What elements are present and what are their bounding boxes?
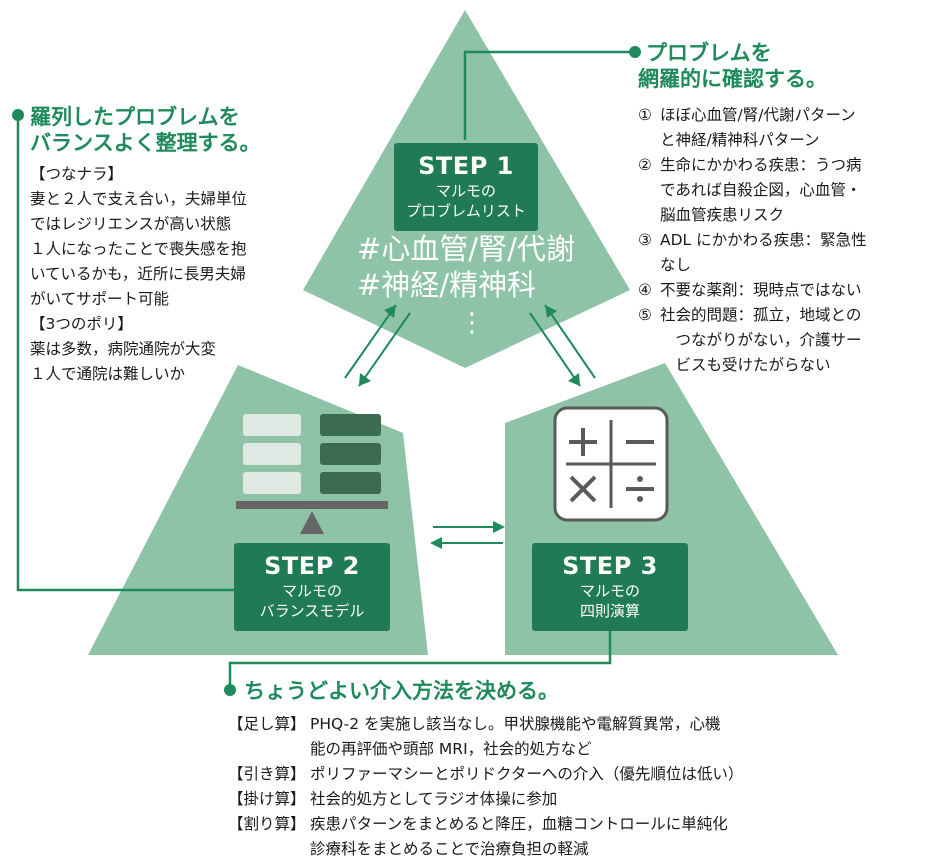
left-text-line: 妻と２人で支え合い，夫婦単位 <box>30 190 248 208</box>
list-item-text: 社会的問題：孤立，地域との <box>660 306 862 324</box>
step1-label: STEP 1 <box>418 152 514 180</box>
method-label: 【足し算】 <box>228 715 306 733</box>
left-text-line: 【つなナラ】 <box>30 165 124 183</box>
method-row: 【掛け算】 社会的処方としてラジオ体操に参加 <box>228 787 743 812</box>
step3-title-line2: 四則演算 <box>579 602 640 620</box>
step3-label: STEP 3 <box>562 552 658 580</box>
right-panel-heading: プロブレムを 網羅的に確認する。 <box>638 40 827 92</box>
left-heading-line1: 羅列したプロブレムを <box>30 105 240 129</box>
method-label: 【掛け算】 <box>228 790 306 808</box>
step2-title-line2: バランスモデル <box>259 602 365 620</box>
list-item-text: つながりがない，介護サー <box>660 331 862 349</box>
method-label: 【割り算】 <box>228 815 306 833</box>
list-item-text: 生命にかかわる疾患：うつ病 <box>660 156 862 174</box>
left-text-line: ではレジリエンスが高い状態 <box>30 215 232 233</box>
list-item-number: ⑤ <box>638 306 652 324</box>
method-text: ポリファーマシーとポリドクターへの介入（優先順位は低い） <box>310 765 744 783</box>
method-row: 【足し算】 PHQ-2 を実施し該当なし。甲状腺機能や電解質異常，心機 能の再評… <box>228 712 743 762</box>
step2-label: STEP 2 <box>264 552 360 580</box>
method-text: 診療科をまとめることで治療負担の軽減 <box>310 840 589 858</box>
step1-title-line1: マルモの <box>435 182 496 200</box>
step2-title-line1: マルモの <box>281 582 342 600</box>
left-text-line: １人で通院は難しいか <box>30 365 186 383</box>
step3-title-line1: マルモの <box>579 582 640 600</box>
list-item-text: であれば自殺企図，心血管・ <box>660 181 862 199</box>
left-panel-heading: 羅列したプロブレムを バランスよく整理する。 <box>30 104 261 156</box>
list-item-number: ③ <box>638 231 652 249</box>
list-item-number: ② <box>638 156 652 174</box>
connector-step2-to-left <box>16 115 235 592</box>
left-text-line: 【3つのポリ】 <box>30 315 133 333</box>
arrow-step1-step3 <box>529 304 596 387</box>
left-text-line: 薬は多数，病院通院が大変 <box>30 340 217 358</box>
connector-dot-right <box>629 46 641 58</box>
step1-box: STEP 1 マルモの プロブレムリスト <box>394 143 538 231</box>
right-heading-line2: 網羅的に確認する。 <box>638 67 827 91</box>
left-text-line: いているかも，近所に長男夫婦 <box>30 265 246 283</box>
problem-tag-ellipsis: ⋮ <box>459 308 485 338</box>
step1-title-line2: プロブレムリスト <box>406 202 526 220</box>
problem-tag-line1: #心血管/腎/代謝 <box>357 232 575 266</box>
step2-box: STEP 2 マルモの バランスモデル <box>234 543 390 631</box>
right-panel-list: ① ほぼ心血管/腎/代謝パターン と神経/精神科パターン ② 生命にかかわる疾患… <box>638 103 867 378</box>
left-text-line: １人になったことで喪失感を抱 <box>30 240 247 258</box>
left-text-line: がいてサポート可能 <box>30 290 170 308</box>
list-item: ③ ADL にかかわる疾患：緊急性 なし <box>638 228 867 278</box>
balance-scale-icon <box>236 414 388 534</box>
arrow-step2-step3 <box>430 521 505 549</box>
right-heading-line1: プロブレムを <box>646 41 772 65</box>
method-text: PHQ-2 を実施し該当なし。甲状腺機能や電解質異常，心機 <box>310 715 721 733</box>
list-item: ⑤ 社会的問題：孤立，地域との つながりがない，介護サー ビスも受けたがらない <box>638 303 867 378</box>
list-item-text: ビスも受けたがらない <box>660 356 831 374</box>
problem-tag-line2: #神経/精神科 <box>357 268 537 302</box>
method-row: 【引き算】 ポリファーマシーとポリドクターへの介入（優先順位は低い） <box>228 762 743 787</box>
list-item-text: 不要な薬剤：現時点ではない <box>660 281 862 299</box>
list-item-text: と神経/精神科パターン <box>660 131 820 149</box>
connector-step1-to-right <box>463 50 635 140</box>
method-text: 疾患パターンをまとめると降圧，血糖コントロールに単純化 <box>310 815 728 833</box>
list-item: ① ほぼ心血管/腎/代謝パターン と神経/精神科パターン <box>638 103 867 153</box>
list-item-number: ④ <box>638 281 652 299</box>
connector-dot-bottom <box>224 684 236 696</box>
list-item-text: 脳血管疾患リスク <box>660 206 785 224</box>
calculator-icon <box>553 406 669 522</box>
list-item-number: ① <box>638 106 652 124</box>
left-panel-text: 【つなナラ】 妻と２人で支え合い，夫婦単位 ではレジリエンスが高い状態 １人にな… <box>30 162 247 387</box>
method-label: 【引き算】 <box>228 765 306 783</box>
connector-step3-to-bottom <box>228 630 612 690</box>
list-item-text: なし <box>660 256 692 274</box>
list-item-text: ほぼ心血管/腎/代謝パターン <box>660 106 856 124</box>
bottom-panel-heading: ちょうどよい介入方法を決める。 <box>244 679 559 703</box>
left-heading-line2: バランスよく整理する。 <box>30 131 261 155</box>
arrow-step1-step2 <box>344 304 411 387</box>
method-text: 能の再評価や頭部 MRI，社会的処方など <box>310 740 592 758</box>
list-item-text: ADL にかかわる疾患：緊急性 <box>660 231 867 249</box>
connector-dot-left <box>12 109 24 121</box>
step3-box: STEP 3 マルモの 四則演算 <box>532 543 688 631</box>
list-item: ② 生命にかかわる疾患：うつ病 であれば自殺企図，心血管・ 脳血管疾患リスク <box>638 153 867 228</box>
bottom-panel-rows: 【足し算】 PHQ-2 を実施し該当なし。甲状腺機能や電解質異常，心機 能の再評… <box>228 712 743 862</box>
method-text: 社会的処方としてラジオ体操に参加 <box>310 790 558 808</box>
method-row: 【割り算】 疾患パターンをまとめると降圧，血糖コントロールに単純化 診療科をまと… <box>228 812 743 862</box>
list-item: ④ 不要な薬剤：現時点ではない <box>638 278 867 303</box>
